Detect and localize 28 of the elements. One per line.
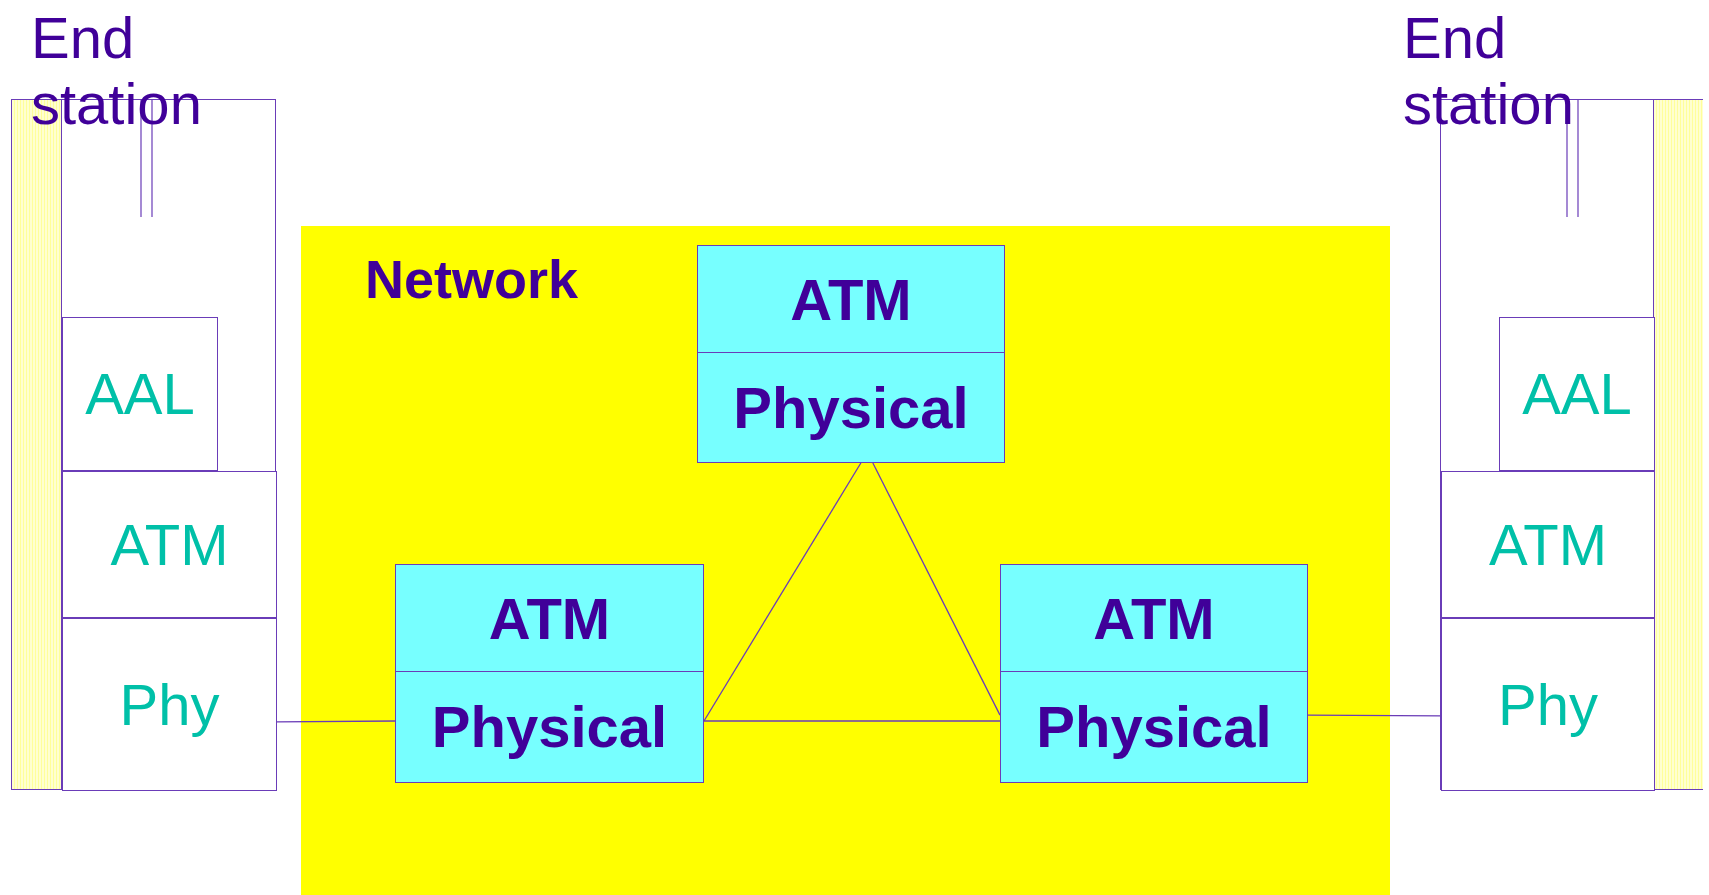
layer-box [62,618,277,791]
layer-box [1441,471,1655,618]
layer-label: Phy [1497,673,1599,736]
layer-label: ATM [396,565,703,672]
layer-label: AAL [84,363,196,425]
layer-box [62,317,218,471]
layer-label: Phy [118,673,221,736]
connector-line [872,462,1001,716]
layer-label: ATM [109,513,230,576]
layer-label: ATM [698,246,1004,353]
layer-label: Physical [1035,693,1273,761]
network-label: Network [365,248,579,310]
layer-label: ATM [1487,513,1609,576]
network-area [301,226,1390,895]
connector-line [703,462,862,722]
layer-box [62,471,277,618]
layer-label: ATM [1001,565,1307,672]
switch-box [1000,564,1308,783]
layer-label: AAL [1521,363,1633,425]
layer-box [1499,317,1655,471]
layer-label: Physical [732,374,970,442]
connector-line [276,720,396,723]
switch-box [697,245,1005,463]
connector-line [703,720,1001,722]
connector-line [1307,714,1442,717]
layer-label: Physical [430,693,669,761]
switch-box [395,564,704,783]
layer-box [1441,618,1655,791]
